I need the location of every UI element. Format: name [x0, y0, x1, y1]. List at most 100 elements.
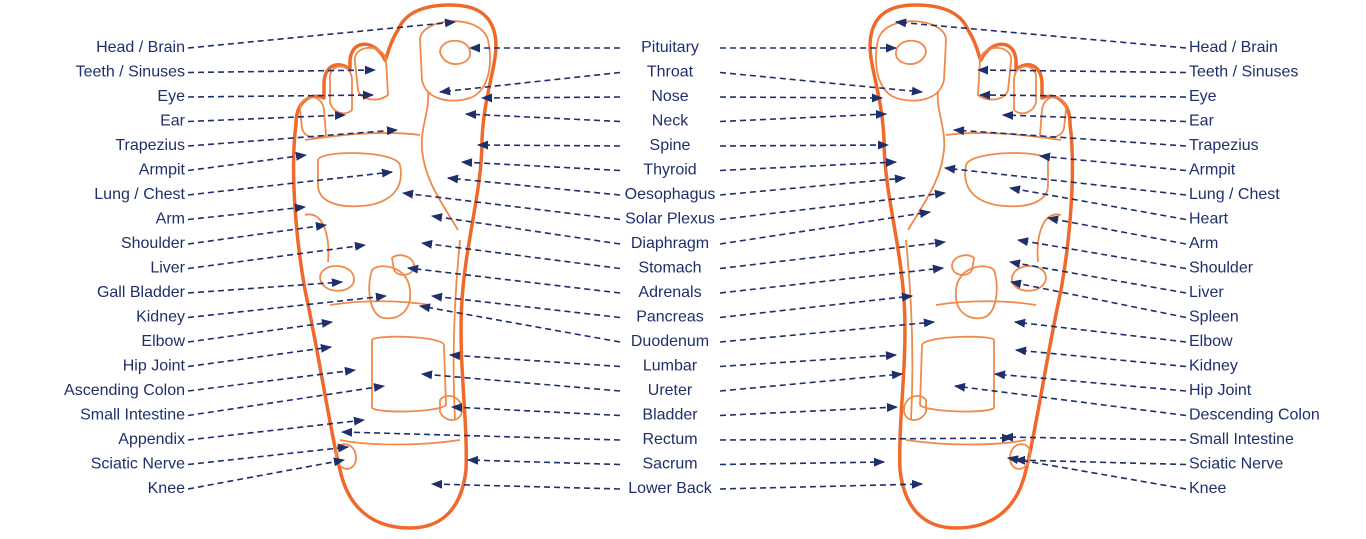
label-right-elbow: Elbow [1189, 333, 1233, 350]
label-right-kidney: Kidney [1189, 358, 1238, 375]
label-center-pancreas: Pancreas [636, 309, 704, 326]
label-center-bladder: Bladder [642, 407, 698, 424]
label-center-ureter: Ureter [648, 382, 693, 399]
leader-left-teeth-sinuses [187, 65, 377, 75]
leader-right-arm [1046, 215, 1187, 245]
label-left-shoulder: Shoulder [121, 235, 186, 252]
leader-center-left-thyroid [460, 158, 621, 172]
label-center-throat: Throat [647, 64, 694, 81]
label-left-gall-bladder: Gall Bladder [97, 284, 186, 301]
label-left-hip-joint: Hip Joint [123, 358, 186, 375]
leader-left-appendix [187, 416, 366, 441]
leader-center-left-lower-back [430, 479, 621, 490]
label-left-ear: Ear [160, 113, 186, 130]
label-right-trapezius: Trapezius [1189, 137, 1259, 154]
label-left-sciatic-nerve: Sciatic Nerve [91, 456, 185, 473]
leader-right-hip-joint [993, 370, 1187, 392]
label-left-armpit: Armpit [139, 162, 186, 179]
leader-left-gall-bladder [187, 278, 344, 294]
label-center-thyroid: Thyroid [643, 162, 696, 179]
label-left-lung-chest: Lung / Chest [94, 186, 185, 203]
leader-right-descending-colon [953, 382, 1187, 417]
leader-right-lung-chest [943, 164, 1187, 196]
leader-center-left-diaphragm [430, 213, 621, 245]
leader-center-right-lumbar [719, 351, 898, 368]
label-left-arm: Arm [156, 211, 185, 228]
leader-left-trapezius [187, 126, 399, 147]
label-center-spine: Spine [650, 137, 691, 154]
leader-right-knee [1006, 455, 1187, 490]
right-foot-outline [868, 3, 1075, 530]
leader-left-hip-joint [187, 343, 333, 368]
label-right-teeth-sinuses: Teeth / Sinuses [1189, 64, 1298, 81]
label-center-nose: Nose [651, 88, 688, 105]
label-right-eye: Eye [1189, 88, 1217, 105]
label-center-neck: Neck [652, 113, 689, 130]
leader-left-arm [187, 203, 307, 221]
leader-center-right-throat [719, 71, 924, 96]
label-left-small-intestine: Small Intestine [80, 407, 185, 424]
leader-right-small-intestine [1001, 432, 1187, 442]
leader-center-right-ureter [719, 370, 904, 392]
leader-center-left-stomach [420, 239, 621, 270]
label-left-ascending-colon: Ascending Colon [64, 382, 185, 399]
label-right-small-intestine: Small Intestine [1189, 431, 1294, 448]
leader-center-right-lower-back [719, 479, 924, 490]
leader-center-left-throat [438, 71, 621, 96]
leader-center-left-bladder [450, 403, 621, 417]
leader-center-right-bladder [719, 403, 899, 417]
leader-right-heart [1008, 185, 1187, 221]
leader-center-right-duodenum [719, 318, 936, 343]
label-center-diaphragm: Diaphragm [631, 235, 709, 252]
leader-left-kidney [187, 292, 388, 319]
leader-center-left-duodenum [418, 303, 621, 343]
leader-right-armpit [1038, 152, 1187, 172]
label-center-pituitary: Pituitary [641, 39, 699, 56]
leader-right-trapezius [952, 126, 1187, 147]
leader-center-right-adrenals [719, 264, 945, 294]
leader-lines [187, 18, 1187, 490]
leader-right-eye [978, 90, 1187, 100]
leader-right-head-brain [894, 18, 1187, 49]
leader-center-right-pancreas [719, 292, 914, 319]
label-left-eye: Eye [157, 88, 185, 105]
leader-left-small-intestine [187, 383, 386, 417]
leader-center-right-neck [719, 109, 888, 123]
label-right-lung-chest: Lung / Chest [1189, 186, 1280, 203]
label-center-rectum: Rectum [642, 431, 697, 448]
label-left-teeth-sinuses: Teeth / Sinuses [76, 64, 185, 81]
leader-center-left-pancreas [430, 292, 621, 319]
label-right-head-brain: Head / Brain [1189, 39, 1278, 56]
label-right-descending-colon: Descending Colon [1189, 407, 1320, 424]
leader-right-teeth-sinuses [976, 65, 1187, 75]
label-left-kidney: Kidney [136, 309, 185, 326]
leader-center-right-thyroid [719, 158, 898, 172]
leader-left-shoulder [187, 221, 328, 245]
leader-right-elbow [1013, 318, 1187, 343]
leader-center-right-nose [719, 93, 884, 103]
label-center-lumbar: Lumbar [643, 358, 698, 375]
leader-left-ear [187, 110, 347, 123]
label-center-solar-plexus: Solar Plexus [625, 211, 715, 228]
label-right-hip-joint: Hip Joint [1189, 382, 1252, 399]
label-left-elbow: Elbow [141, 333, 185, 350]
label-right-knee: Knee [1189, 480, 1226, 497]
leader-center-left-spine [476, 140, 621, 150]
leader-left-knee [187, 457, 346, 490]
leader-center-left-solar-plexus [401, 189, 621, 221]
label-center-lower-back: Lower Back [628, 480, 713, 497]
label-right-liver: Liver [1189, 284, 1224, 301]
leader-left-sciatic-nerve [187, 443, 350, 466]
label-left-head-brain: Head / Brain [96, 39, 185, 56]
leader-center-right-stomach [719, 238, 947, 270]
label-center-duodenum: Duodenum [631, 333, 709, 350]
label-right-shoulder: Shoulder [1189, 260, 1254, 277]
leader-center-left-neck [464, 110, 621, 123]
label-right-spleen: Spleen [1189, 309, 1239, 326]
leader-center-right-spine [719, 140, 890, 150]
leader-right-ear [1001, 110, 1187, 123]
label-left-trapezius: Trapezius [115, 137, 185, 154]
leader-center-left-sacrum [466, 455, 621, 466]
